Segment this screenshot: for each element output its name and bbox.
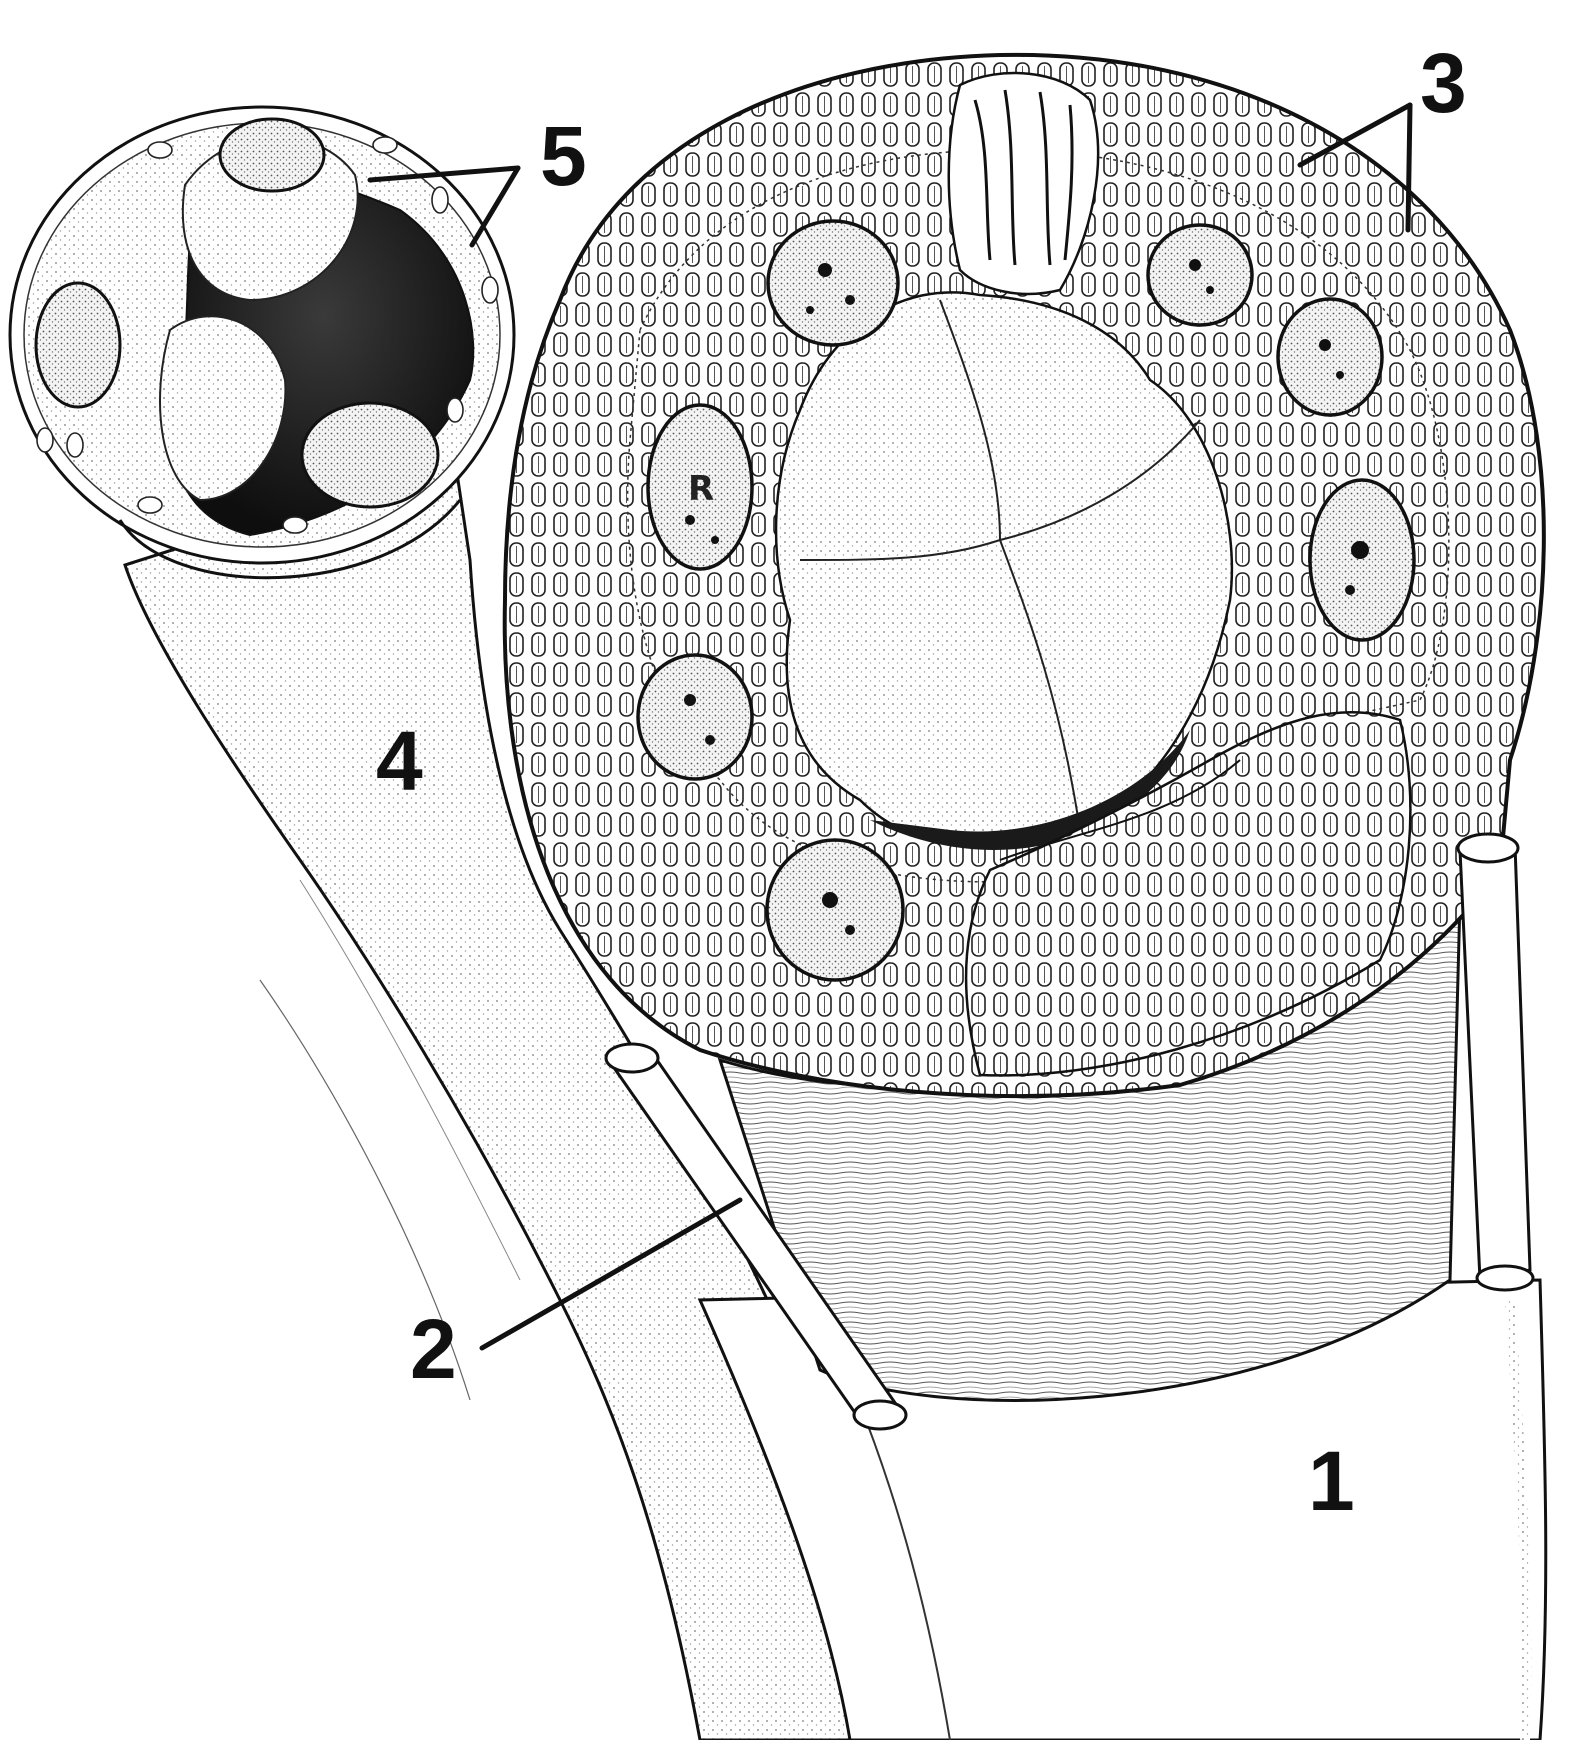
callout-labels: 1 2 3 4 5 bbox=[376, 36, 1467, 1528]
tubule-1-cross-section: R bbox=[502, 52, 1546, 1099]
label-2: 2 bbox=[410, 1302, 457, 1396]
tubule-4-outer-wall bbox=[123, 458, 902, 1740]
nucleus-upper-left bbox=[766, 219, 900, 347]
label-1: 1 bbox=[1308, 1434, 1355, 1528]
leader-3-b bbox=[1405, 102, 1413, 233]
label-3: 3 bbox=[1420, 36, 1467, 130]
leader-5-b bbox=[469, 165, 521, 248]
tubule-4-nucleus-right bbox=[300, 401, 440, 509]
leader-3-a bbox=[1297, 102, 1413, 168]
tubule-1-nuclei bbox=[636, 219, 1416, 982]
tubule-4-nucleus-top bbox=[218, 117, 326, 193]
label-4: 4 bbox=[376, 714, 423, 808]
nucleus-bottom-left bbox=[765, 838, 905, 982]
nucleus-letter-mark: R bbox=[688, 469, 714, 509]
leader-lines bbox=[367, 102, 1413, 1351]
nucleus-left-lower bbox=[636, 653, 754, 781]
label-5: 5 bbox=[540, 109, 587, 203]
nucleus-right-upper bbox=[1276, 297, 1384, 417]
nucleus-left-marked bbox=[646, 403, 754, 571]
nucleus-upper-right bbox=[1146, 223, 1254, 327]
nucleus-right-middle bbox=[1308, 478, 1416, 642]
capillary-right bbox=[1456, 832, 1535, 1292]
leader-2 bbox=[479, 1197, 743, 1351]
capillary-left bbox=[604, 1042, 908, 1431]
tubule-4-nucleus-left bbox=[34, 281, 122, 409]
tubule-4-cross-section bbox=[8, 105, 516, 580]
leader-5-a bbox=[367, 165, 521, 183]
